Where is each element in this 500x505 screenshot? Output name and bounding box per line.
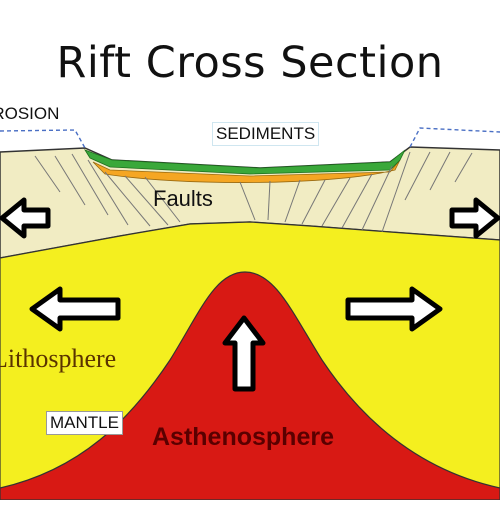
diagram-title: Rift Cross Section bbox=[56, 38, 444, 88]
sediment-orange-layer bbox=[92, 159, 401, 183]
arrow-left-lithosphere-icon bbox=[29, 286, 121, 332]
asthenosphere-label: Asthenosphere bbox=[152, 423, 334, 451]
erosion-label: EROSION bbox=[0, 104, 63, 124]
arrow-up-mantle-icon bbox=[222, 315, 266, 392]
sediments-label: SEDIMENTS bbox=[212, 122, 320, 146]
fault-lines bbox=[34, 151, 473, 233]
arrow-left-crust-icon bbox=[0, 197, 51, 239]
arrow-right-crust-icon bbox=[449, 197, 500, 239]
mantle-label: MANTLE bbox=[46, 411, 123, 435]
lithosphere-label: Lithosphere bbox=[0, 344, 117, 373]
faults-label: Faults bbox=[153, 186, 213, 211]
erosion-outline-left bbox=[0, 129, 86, 149]
erosion-outline-right bbox=[409, 127, 500, 148]
sediment-green-layer bbox=[84, 149, 406, 175]
arrow-right-lithosphere-icon bbox=[345, 286, 443, 332]
